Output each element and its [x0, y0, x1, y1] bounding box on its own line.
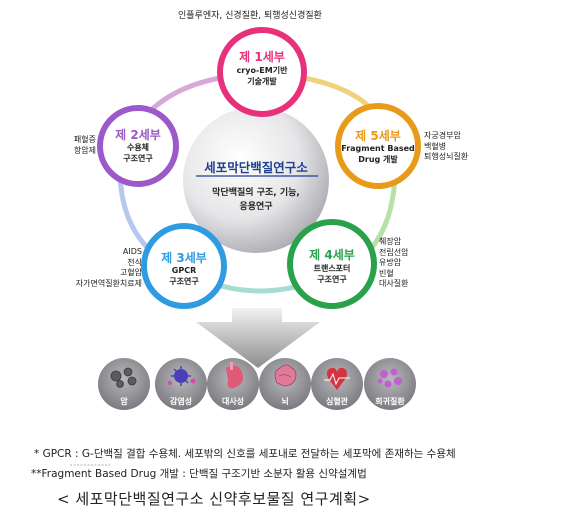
brain-icon [274, 364, 297, 387]
node-4-circle [287, 219, 377, 309]
node-5-sub1: Fragment Based [341, 144, 415, 153]
node-2-title: 제 2세부 [115, 128, 161, 142]
top-disease-label: 인플루엔자, 신경질환, 퇴행성신경질환 [178, 11, 322, 21]
right-lower-item: 췌장암 [379, 237, 402, 246]
rare-disease-icon [377, 368, 402, 388]
right-lower-item: 유방암 [379, 258, 402, 267]
metabolic-icon [226, 362, 243, 389]
icon-label-metabolic: 대사성 [221, 397, 245, 406]
footnote-gpcr: * GPCR : G-단백질 결합 수용체. 세포밖의 신호를 세포내로 전달하… [34, 448, 456, 460]
node-5-circle [335, 103, 421, 189]
left-upper-item: 항암제 [73, 145, 96, 155]
center-desc-line2: 응용연구 [239, 202, 273, 212]
right-lower-item: 대사질환 [379, 279, 409, 288]
left-lower-labels: AIDS 천식 고혈압 자가면역질환치료제 [46, 247, 142, 289]
node-4-sub1: 트랜스포터 [313, 264, 351, 273]
right-upper-item: 백혈병 [424, 141, 447, 151]
node-1-sub2: 기술개발 [247, 77, 277, 86]
node-2-sub1: 수용체 [126, 143, 150, 152]
left-upper-item: 패혈증 [73, 135, 96, 144]
down-arrow [196, 308, 320, 368]
right-lower-labels: 췌장암 전립선암 유방암 빈혈 대사질환 [379, 237, 408, 290]
node-4-sub2: 구조연구 [317, 275, 347, 284]
left-lower-item: 자가면역질환치료제 [75, 278, 142, 288]
node-3-circle [141, 223, 227, 309]
right-upper-item: 자궁경부암 [424, 131, 461, 140]
node-2-circle [97, 105, 179, 187]
node-4-title: 제 4세부 [309, 248, 355, 262]
icon-label-rare: 희귀질환 [375, 397, 405, 406]
figure-caption: < 세포막단백질연구소 신약후보물질 연구계획> [57, 490, 371, 508]
right-upper-labels: 자궁경부암 백혈병 퇴행성뇌질환 [424, 131, 468, 163]
left-lower-item: 고혈압 [119, 268, 142, 277]
left-lower-item: AIDS [122, 247, 142, 256]
center-desc-line1: 막단백질의 구조, 기능, [212, 188, 300, 198]
disease-icons [98, 358, 416, 410]
center-sphere [183, 107, 329, 253]
node-1-title: 제 1세부 [239, 50, 285, 64]
right-lower-item: 전립선암 [379, 247, 409, 257]
footnote-fbd: **Fragment Based Drug 개발 : 단백질 구조기반 소분자 … [31, 468, 367, 480]
icon-label-cancer: 암 [120, 397, 128, 406]
left-upper-labels: 패혈증 항암제 [62, 135, 96, 156]
node-2-sub2: 구조연구 [123, 154, 153, 163]
node-1-circle [217, 27, 307, 117]
cancer-icon [110, 367, 137, 388]
node-3-sub1: GPCR [171, 266, 197, 275]
cancer-icon-bg [98, 358, 150, 410]
right-lower-item: 빈혈 [379, 268, 394, 278]
icon-label-heart: 심혈관 [325, 397, 349, 406]
icon-label-infection: 감염성 [169, 397, 193, 406]
center-title: 세포막단백질연구소 [204, 160, 308, 175]
icon-label-brain: 뇌 [281, 397, 289, 406]
node-5-sub2: Drug 개발 [358, 155, 398, 164]
node-5-title: 제 5세부 [355, 129, 401, 143]
node-1-sub1: cryo-EM기반 [236, 66, 288, 75]
node-3-title: 제 3세부 [161, 251, 207, 265]
node-3-sub2: 구조연구 [169, 277, 199, 286]
left-lower-item: 천식 [127, 257, 142, 267]
right-upper-item: 퇴행성뇌질환 [424, 152, 469, 161]
infection-icon [168, 366, 196, 386]
heart-icon [324, 367, 350, 390]
node-circles [97, 27, 421, 309]
